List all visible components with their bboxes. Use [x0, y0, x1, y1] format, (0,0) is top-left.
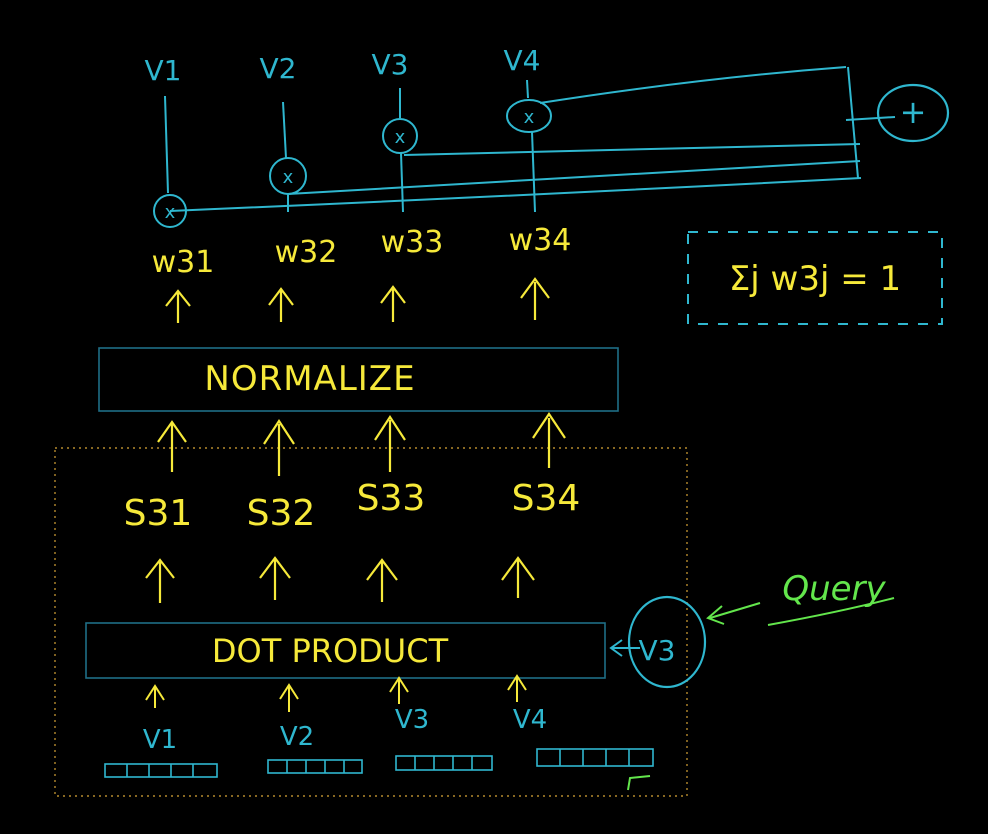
query-vector-label: V3 — [639, 634, 676, 667]
value-label-v1: V1 — [145, 54, 182, 87]
arrows-scores-to-normalize — [157, 412, 566, 476]
multiply-icon: x — [395, 127, 406, 148]
value-label-v4: V4 — [504, 44, 541, 77]
normalize-box: NORMALIZE — [98, 347, 619, 412]
vector-cells-3 — [395, 755, 493, 771]
score-s34: S34 — [512, 478, 581, 519]
sum-constraint: Σj w3j = 1 — [687, 231, 943, 325]
green-mark — [627, 775, 651, 791]
vector-cells-4 — [536, 748, 654, 767]
value-label-v2: V2 — [260, 52, 297, 85]
output-lines — [169, 66, 896, 212]
key-vector-cells — [104, 748, 654, 778]
query-annotation-label: Query — [782, 569, 886, 609]
vector-cells-1 — [104, 763, 218, 778]
value-column-4: V4 x — [504, 44, 552, 213]
query-arrow — [609, 639, 640, 657]
score-s32: S32 — [247, 493, 316, 534]
query-annotation: Query — [706, 569, 895, 626]
key-label-v3: V3 — [395, 705, 429, 735]
attention-score-region — [54, 447, 688, 797]
value-column-3: V3 x — [372, 48, 418, 213]
weight-w34: w34 — [509, 223, 572, 258]
value-column-1: V1 x — [145, 54, 187, 228]
score-s31: S31 — [124, 493, 193, 534]
weights-row: w31 w32 w33 w34 — [152, 223, 572, 280]
weight-w32: w32 — [275, 235, 338, 270]
normalize-label: NORMALIZE — [204, 359, 415, 399]
multiply-icon: x — [524, 107, 535, 128]
weight-w31: w31 — [152, 245, 215, 280]
dot-product-label: DOT PRODUCT — [212, 632, 449, 670]
score-s33: S33 — [357, 478, 426, 519]
multiply-node-4 — [506, 99, 552, 133]
query-vector: V3 — [609, 595, 707, 689]
value-label-v3: V3 — [372, 48, 409, 81]
annotation-arrow — [706, 602, 761, 625]
vector-cells-2 — [267, 759, 363, 774]
dot-product-box: DOT PRODUCT — [85, 622, 606, 679]
multiply-icon: x — [283, 167, 294, 188]
key-vector-labels: V1 V2 V3 V4 — [143, 705, 547, 755]
scores-row: S31 S32 S33 S34 — [124, 478, 581, 534]
multiply-node-1 — [153, 194, 187, 228]
sum-constraint-text: Σj w3j = 1 — [729, 259, 901, 299]
key-label-v1: V1 — [143, 725, 177, 755]
plus-icon: + — [900, 93, 927, 131]
sum-node: + — [876, 83, 950, 143]
arrows-dot-to-scores — [145, 556, 535, 603]
value-column-2: V2 x — [260, 52, 307, 212]
multiply-node-3 — [382, 118, 418, 154]
key-label-v2: V2 — [280, 722, 314, 752]
multiply-icon: x — [165, 202, 176, 223]
arrows-keys-to-dot — [145, 674, 527, 712]
key-label-v4: V4 — [513, 705, 547, 735]
arrows-normalize-to-weights — [165, 277, 550, 323]
weight-w33: w33 — [381, 225, 444, 260]
